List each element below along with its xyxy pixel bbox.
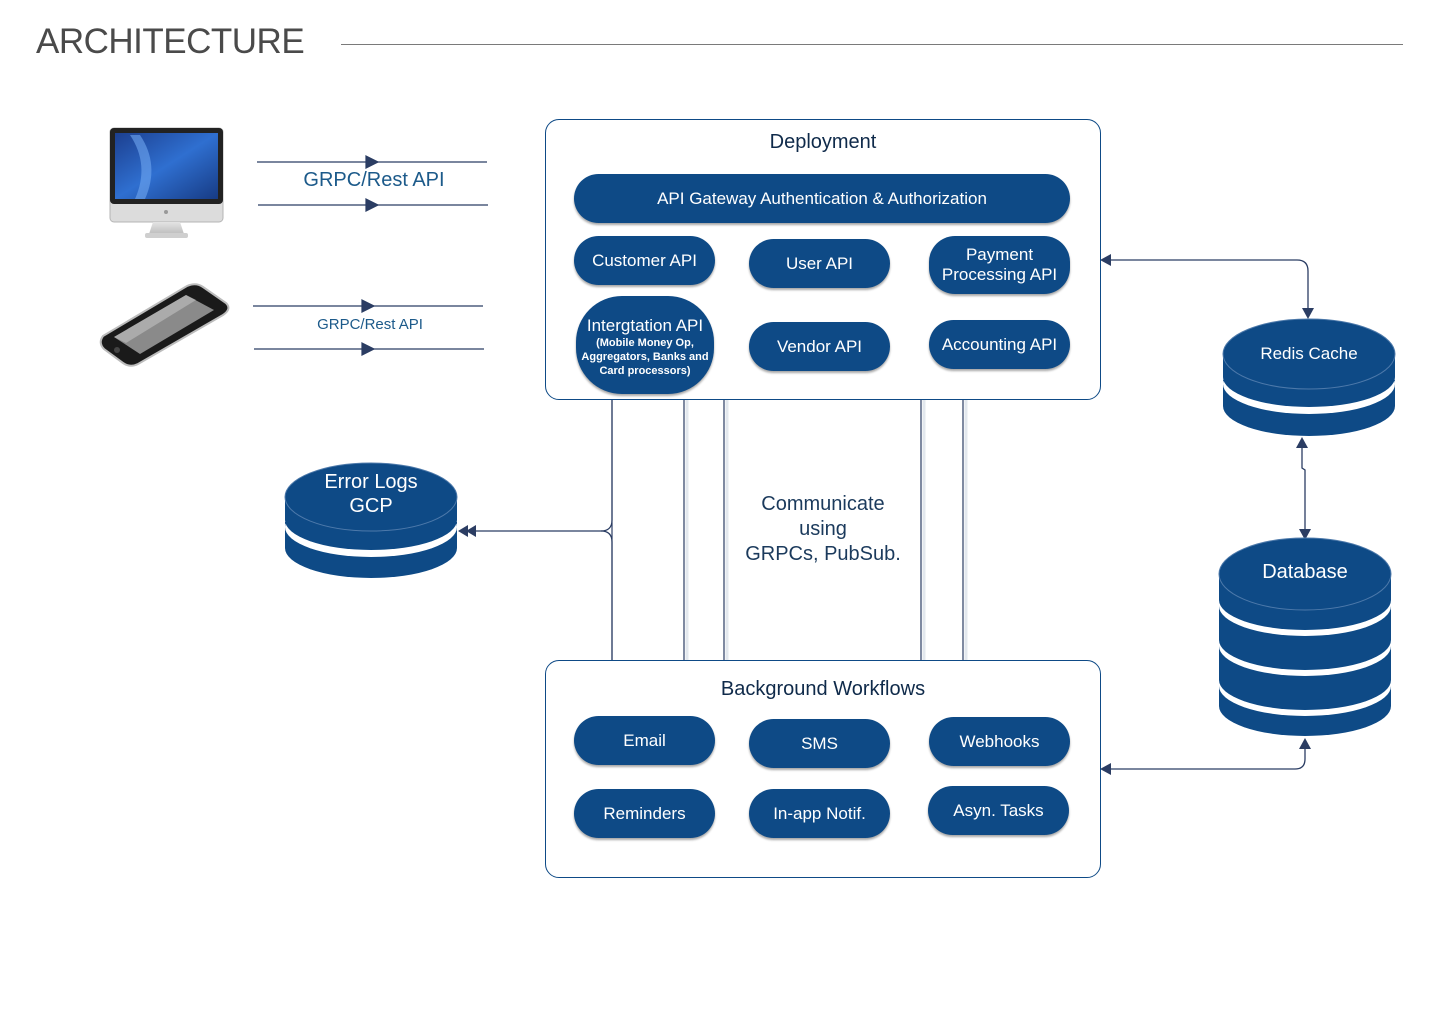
redis-connector (1110, 259, 1309, 310)
communication-label: Communicate using GRPCs, PubSub. (730, 492, 916, 567)
desktop-monitor-icon (109, 127, 224, 238)
error-logs-label-line1: Error Logs (324, 471, 418, 493)
webhooks-pill: Webhooks (929, 717, 1070, 766)
reminders-pill: Reminders (574, 789, 715, 838)
customer-api-label: Customer API (592, 250, 697, 270)
db-background-connector (1110, 748, 1306, 770)
user-api-label: User API (785, 253, 854, 273)
desktop-api-arrows (257, 155, 488, 212)
page-title: ARCHITECTURE (36, 22, 305, 61)
vendor-api-label: Vendor API (776, 336, 863, 356)
redis-cache-label: Redis Cache (1260, 344, 1358, 363)
redis-cache-cylinder (1222, 318, 1396, 436)
integration-api-pill: Intergtation API (Mobile Money Op, Aggre… (576, 296, 714, 394)
cache-db-connector (1301, 445, 1306, 530)
integration-api-sub-line3: Card processors) (599, 365, 691, 377)
communication-line1: Communicate (761, 493, 885, 515)
email-label: Email (623, 730, 666, 750)
background-workflows-title: Background Workflows (720, 678, 926, 700)
in-app-notif-pill: In-app Notif. (749, 789, 890, 838)
payment-api-label-line1: Payment (965, 245, 1034, 264)
integration-api-label: Intergtation API (586, 316, 704, 335)
api-gateway-label: API Gateway Authentication & Authorizati… (657, 188, 987, 208)
vendor-api-pill: Vendor API (749, 322, 890, 371)
error-logs-label: Error Logs GCP (290, 470, 452, 518)
error-logs-label-line2: GCP (349, 495, 393, 517)
communication-lines (611, 400, 964, 661)
integration-api-sub-line2: Aggregators, Banks and (581, 351, 709, 363)
webhooks-label: Webhooks (959, 731, 1040, 751)
sms-pill: SMS (749, 719, 890, 768)
email-pill: Email (574, 716, 715, 765)
mobile-api-label: GRPC/Rest API (317, 316, 423, 333)
payment-api-pill: Payment Processing API (929, 236, 1070, 294)
error-logs-cylinder (284, 462, 458, 578)
user-api-pill: User API (749, 239, 890, 288)
async-tasks-pill: Asyn. Tasks (928, 786, 1069, 835)
smartphone-icon (99, 283, 230, 367)
async-tasks-label: Asyn. Tasks (953, 800, 1044, 820)
error-log-connector (470, 400, 613, 661)
integration-api-sub-line1: (Mobile Money Op, (596, 337, 694, 349)
api-gateway-pill: API Gateway Authentication & Authorizati… (574, 174, 1070, 223)
title-divider (341, 44, 1403, 45)
sms-label: SMS (801, 733, 838, 753)
background-workflows-panel: Background Workflows (545, 660, 1101, 878)
mobile-api-arrows (253, 299, 484, 356)
accounting-api-label: Accounting API (941, 334, 1058, 354)
customer-api-pill: Customer API (574, 236, 715, 285)
deployment-title: Deployment (769, 131, 877, 153)
database-cylinder (1218, 537, 1392, 736)
in-app-notif-label: In-app Notif. (773, 803, 866, 823)
database-label: Database (1262, 561, 1348, 583)
communication-line3: GRPCs, PubSub. (745, 543, 901, 565)
desktop-api-label: GRPC/Rest API (303, 169, 445, 191)
reminders-label: Reminders (603, 803, 686, 823)
payment-api-label-line2: Processing API (941, 265, 1058, 284)
accounting-api-pill: Accounting API (929, 320, 1070, 369)
communication-line2: using (799, 518, 847, 540)
